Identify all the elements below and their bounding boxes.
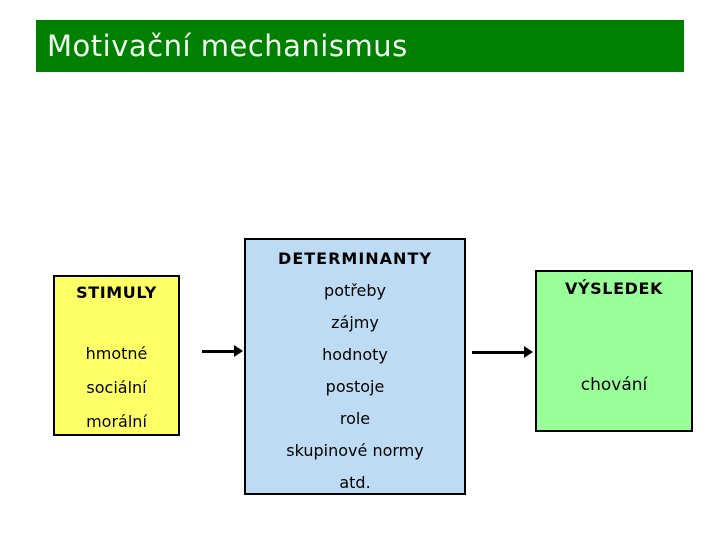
stimuly-item: hmotné — [85, 344, 148, 363]
arrow-stimuly-to-determinanty — [202, 345, 243, 357]
stimuly-item-list: hmotné sociální morální — [55, 337, 178, 439]
slide-title-bar: Motivační mechanismus — [36, 20, 684, 72]
stimuly-item: sociální — [86, 378, 147, 397]
arrow-shaft — [472, 350, 527, 354]
determinanty-item: skupinové normy — [286, 441, 424, 460]
vysledek-box: VÝSLEDEK chování — [535, 270, 693, 432]
arrow-determinanty-to-vysledek — [472, 346, 533, 358]
determinanty-box: DETERMINANTY potřeby zájmy hodnoty posto… — [244, 238, 466, 495]
arrow-shaft — [202, 349, 237, 353]
stimuly-box-title: STIMULY — [76, 283, 157, 302]
slide-title: Motivační mechanismus — [47, 29, 408, 63]
arrow-head-icon — [524, 346, 533, 358]
vysledek-item: chování — [580, 375, 648, 395]
determinanty-item: hodnoty — [322, 345, 388, 364]
determinanty-item: atd. — [339, 473, 371, 492]
determinanty-item-list: potřeby zájmy hodnoty postoje role skupi… — [246, 275, 464, 499]
determinanty-item: potřeby — [324, 281, 386, 300]
determinanty-item: postoje — [325, 377, 385, 396]
determinanty-item: zájmy — [331, 313, 379, 332]
stimuly-box: STIMULY hmotné sociální morální — [53, 275, 180, 436]
arrow-head-icon — [234, 345, 243, 357]
determinanty-box-title: DETERMINANTY — [278, 249, 432, 268]
vysledek-box-title: VÝSLEDEK — [564, 279, 664, 298]
determinanty-item: role — [339, 409, 371, 428]
stimuly-item: morální — [86, 412, 147, 431]
vysledek-item-list: chování — [537, 372, 691, 398]
